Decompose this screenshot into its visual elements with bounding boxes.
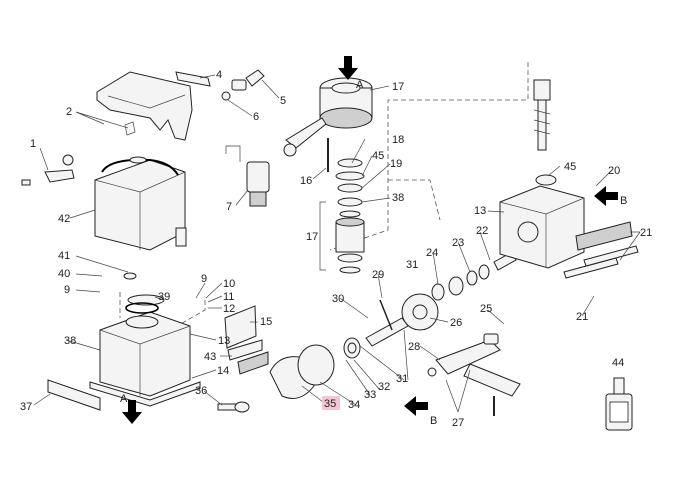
handle-part [47,379,101,411]
callout-4: 4 [216,69,222,81]
gear-part [365,293,439,347]
lever-arm-part [427,333,521,416]
callout-26: 26 [450,317,462,329]
callout-40: 40 [58,268,70,280]
leader-lines [33,74,641,413]
callout-28: 28 [408,341,420,353]
callout-32: 32 [378,381,390,393]
key-switch-part [221,69,265,101]
cover-part [96,71,193,141]
callout-44: 44 [612,357,624,369]
callout-22: 22 [476,225,488,237]
callout-6: 6 [253,111,259,123]
callout-35: 35 [324,398,336,410]
callout-38a: 38 [392,192,404,204]
callout-37: 37 [20,401,32,413]
callout-20: 20 [608,165,620,177]
callout-17b: 17 [306,231,318,243]
callout-9a: 9 [201,273,207,285]
callout-33: 33 [364,389,376,401]
arrow-a-top-icon [338,56,358,80]
capacitor-part [225,145,270,207]
washer-parts [431,251,517,301]
arrow-b-bottom-icon [404,396,428,416]
callout-1: 1 [30,138,36,150]
callout-30: 30 [332,293,344,305]
gear-cover-part [269,344,335,399]
callout-labels: 1 2 4 5 6 7 9 9 10 11 12 13 13 14 15 16 … [20,69,652,429]
callout-9b: 9 [64,284,70,296]
callout-13a: 13 [218,335,230,347]
callout-27: 27 [452,417,464,429]
callout-35-highlight [322,396,340,410]
motor-stator-part [283,77,373,157]
plate-part [175,71,211,87]
callout-45b: 45 [564,161,576,173]
arrow-labels: A A B B [120,79,627,427]
callout-23: 23 [452,237,464,249]
callout-18: 18 [392,134,404,146]
callout-12: 12 [223,303,235,315]
oil-bottle-part [605,377,633,431]
callout-15: 15 [260,316,272,328]
arrow-label-a-top: A [356,79,364,91]
base-housing-part [89,272,201,407]
shaft-stack [319,138,365,274]
callout-42: 42 [58,213,70,225]
callout-14: 14 [217,365,229,377]
arrow-label-a-bottom: A [120,393,128,405]
callout-13b: 13 [474,205,486,217]
callout-39: 39 [158,291,170,303]
callout-17a: 17 [392,81,404,93]
bolt-part [217,401,250,413]
arrow-a-bottom-icon [122,400,142,424]
callout-2: 2 [66,106,72,118]
callout-34: 34 [348,399,360,411]
callout-38b: 38 [64,335,76,347]
callout-16: 16 [300,175,312,187]
callout-31a: 31 [406,259,418,271]
ring-parts [343,337,361,359]
bracket-part [21,154,75,186]
callout-21a: 21 [640,227,652,239]
callout-31b: 31 [396,373,408,385]
battery-box-part [94,156,187,251]
callout-7: 7 [226,201,232,213]
callout-5: 5 [280,95,286,107]
callout-45a: 45 [372,150,384,162]
callout-24: 24 [426,247,438,259]
gearbox-housing-part [499,185,639,279]
arrow-label-b-right: B [620,195,627,207]
output-shaft-part [533,79,557,186]
callout-21b: 21 [576,311,588,323]
callout-11: 11 [223,291,234,303]
callout-25: 25 [480,303,492,315]
board-part [224,305,269,375]
arrow-b-right-icon [594,186,618,206]
callout-19: 19 [390,158,402,170]
callout-10: 10 [223,278,235,290]
callout-29: 29 [372,269,384,281]
callout-41: 41 [58,250,70,262]
arrow-label-b-bottom: B [430,415,437,427]
callout-36: 36 [195,385,207,397]
callout-43: 43 [204,351,216,363]
